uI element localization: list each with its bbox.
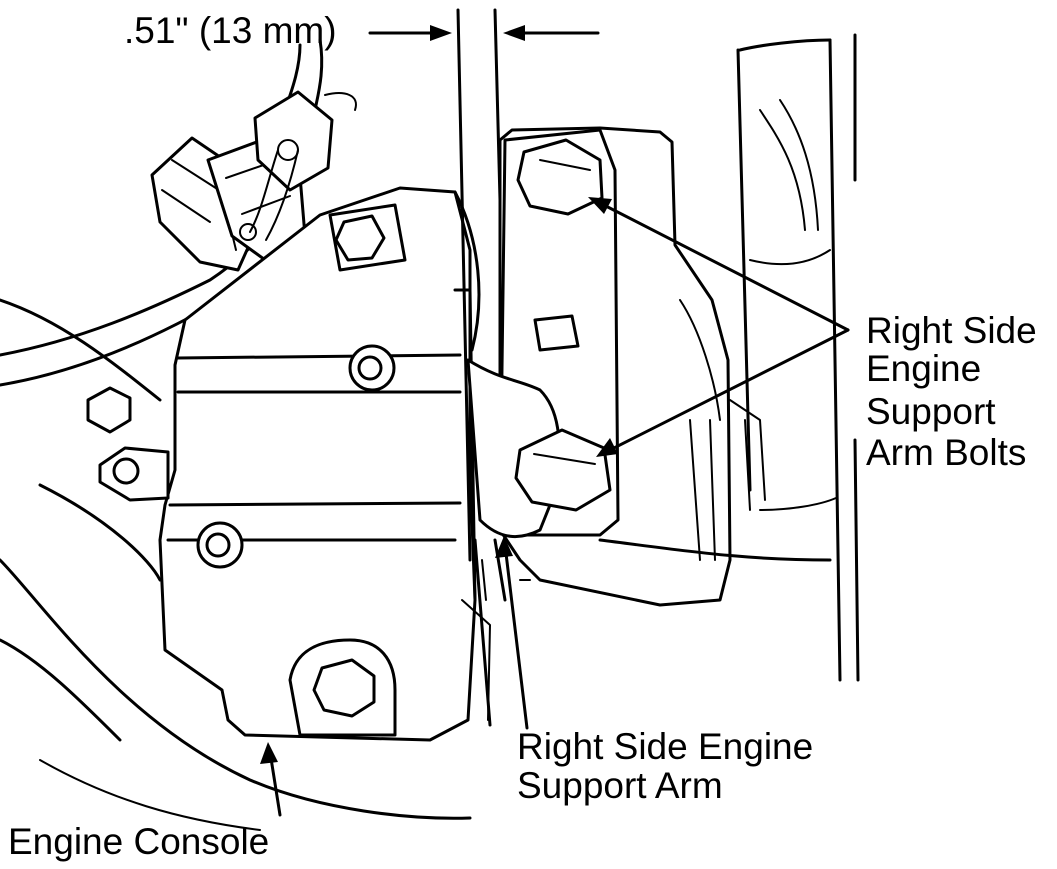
dimension-label: .51" (13 mm) bbox=[124, 10, 337, 51]
engine-block-outline bbox=[0, 298, 472, 831]
leader-lines bbox=[260, 197, 850, 817]
bolts-label-line-2: Engine bbox=[866, 348, 982, 389]
bolts-label-line-1: Right Side bbox=[866, 310, 1037, 351]
electrical-connector bbox=[150, 90, 334, 272]
frame-rail bbox=[519, 33, 860, 682]
bolts-label-line-4: Arm Bolts bbox=[866, 432, 1027, 473]
console-label: Engine Console bbox=[8, 821, 270, 862]
arm-label-line-2: Support Arm bbox=[517, 765, 723, 806]
dimension-arrows bbox=[368, 25, 600, 41]
arm-label-line-1: Right Side Engine bbox=[517, 726, 814, 767]
engine-console bbox=[86, 186, 491, 742]
bolts-label-line-3: Support bbox=[866, 391, 996, 432]
support-arm-assembly bbox=[466, 126, 732, 727]
